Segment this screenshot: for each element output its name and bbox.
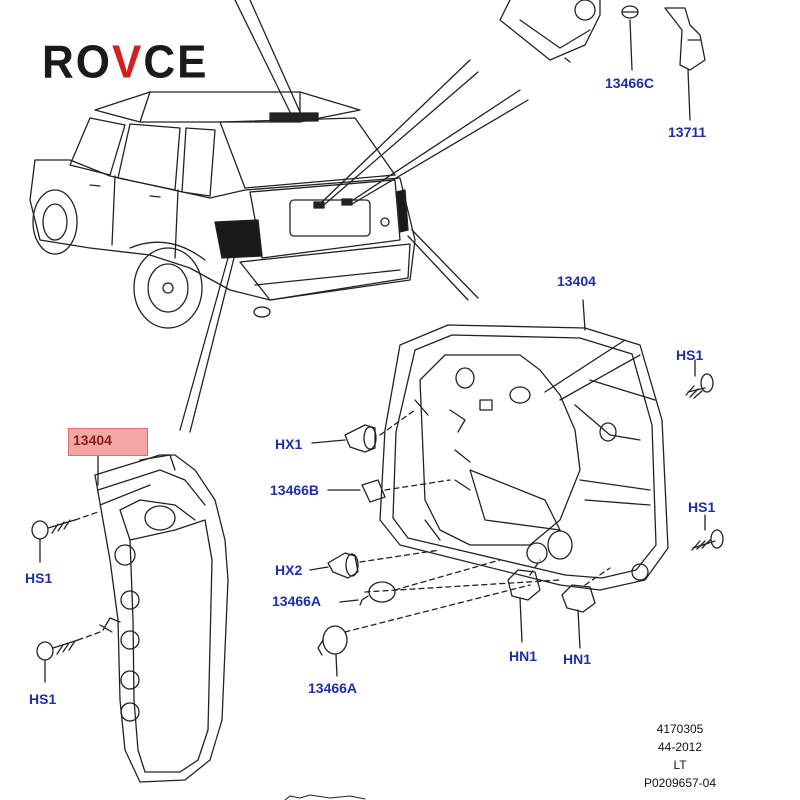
label-13711[interactable]: 13711 [668,124,707,140]
top-bulb-assembly [499,0,706,121]
label-13404-side: 13404 [73,432,112,448]
rovce-logo: ROVCE [42,36,209,89]
label-hx2[interactable]: HX2 [275,562,303,578]
lamp-housing-side [31,454,229,783]
lamp-housing-main [379,299,669,591]
label-hs1-left-upper[interactable]: HS1 [25,570,53,586]
label-hs1-top-right[interactable]: HS1 [676,347,704,363]
fasteners-right [309,359,724,677]
label-hn1-right[interactable]: HN1 [563,651,592,667]
label-hx1[interactable]: HX1 [275,436,303,452]
label-hs1-left-lower[interactable]: HS1 [29,691,57,707]
ref-line-2: 44-2012 [657,740,703,754]
ref-line-4: P0209657-04 [643,776,717,790]
highlight-box [68,428,148,456]
label-13466A-lower[interactable]: 13466A [308,680,358,696]
label-13466B[interactable]: 13466B [270,482,320,498]
ref-line-1: 4170305 [656,722,704,736]
label-hs1-mid-right[interactable]: HS1 [688,499,716,515]
label-hn1-left[interactable]: HN1 [509,648,538,664]
label-13404-main[interactable]: 13404 [557,273,596,289]
label-13466A-upper[interactable]: 13466A [272,593,322,609]
vehicle-illustration [29,91,416,329]
label-13466C[interactable]: 13466C [605,75,655,91]
ref-line-3: LT [673,758,687,772]
